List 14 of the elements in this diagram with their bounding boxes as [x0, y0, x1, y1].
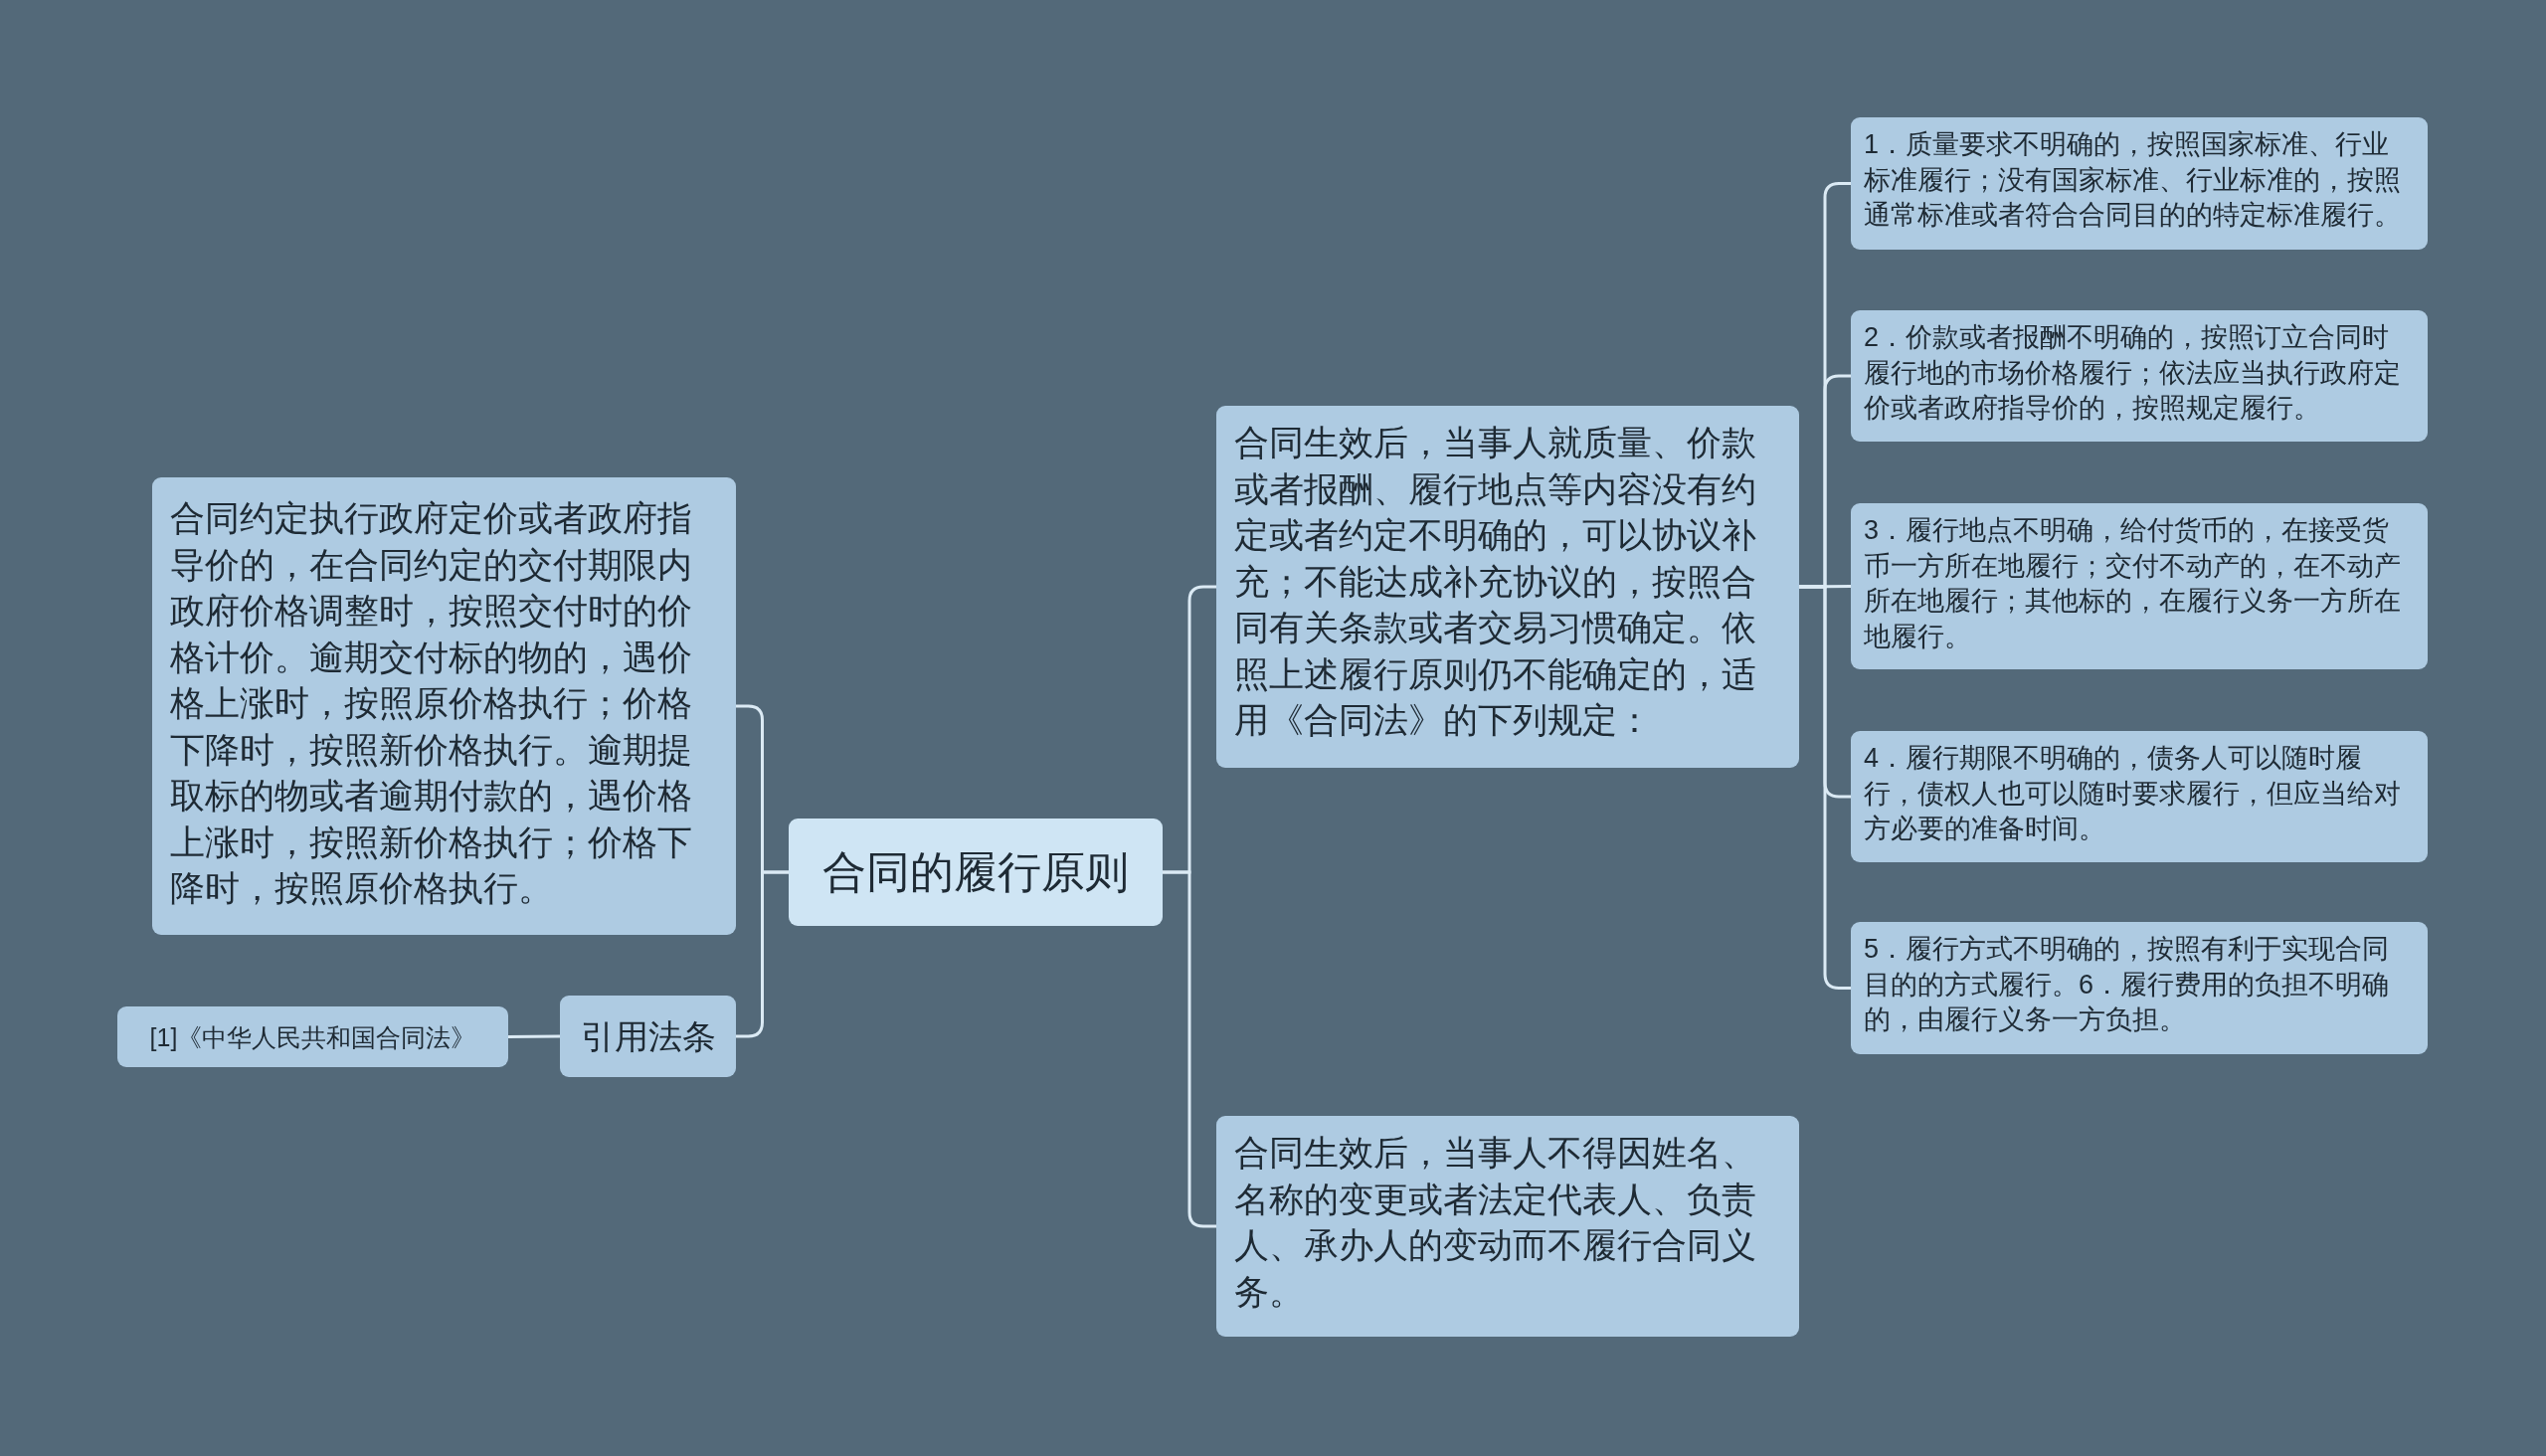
connector-line [1799, 585, 1851, 990]
topic-box: [1]《中华人民共和国合同法》 [117, 1006, 508, 1067]
topic-box: 1．质量要求不明确的，按照国家标准、行业标准履行；没有国家标准、行业标准的，按照通常标准或者符合合同目的的特定标准履行。 [1851, 117, 2428, 250]
topic-box: 引用法条 [560, 996, 736, 1077]
topic-box: 4．履行期限不明确的，债务人可以随时履行，债权人也可以随时要求履行，但应当给对方必要的准备时间。 [1851, 731, 2428, 862]
connector-line [1799, 585, 1851, 589]
topic-box: 5．履行方式不明确的，按照有利于实现合同目的的方式履行。6．履行费用的负担不明确的，由履行义务一方负担。 [1851, 922, 2428, 1054]
connector-line [508, 1034, 560, 1038]
topic-box: 合同生效后，当事人不得因姓名、名称的变更或者法定代表人、负责人、承办人的变动而不履行合同义务。 [1216, 1116, 1799, 1337]
topic-box: 2．价款或者报酬不明确的，按照订立合同时履行地的市场价格履行；依法应当执行政府定价或者政府指导价的，按照规定履行。 [1851, 310, 2428, 442]
topic-box: 3．履行地点不明确，给付货币的，在接受货币一方所在地履行；交付不动产的，在不动产所在地履行；其他标的，在履行义务一方所在地履行。 [1851, 503, 2428, 669]
central-topic-box: 合同的履行原则 [789, 819, 1163, 926]
topic-box: 合同生效后，当事人就质量、价款或者报酬、履行地点等内容没有约定或者约定不明确的，可以协议补充；不能达成补充协议的，按照合同有关条款或者交易习惯确定。依照上述履行原则仍不能确定的，适用《合同法》的下列规定： [1216, 406, 1799, 768]
topic-box: 合同约定执行政府定价或者政府指导价的，在合同约定的交付期限内政府价格调整时，按照交付时的价格计价。逾期交付标的物的，遇价格上涨时，按照原价格执行；价格下降时，按照新价格执行。逾期提取标的物或者逾期付款的，遇价格上涨时，按照新价格执行；价格下降时，按照原价格执行。 [152, 477, 736, 935]
